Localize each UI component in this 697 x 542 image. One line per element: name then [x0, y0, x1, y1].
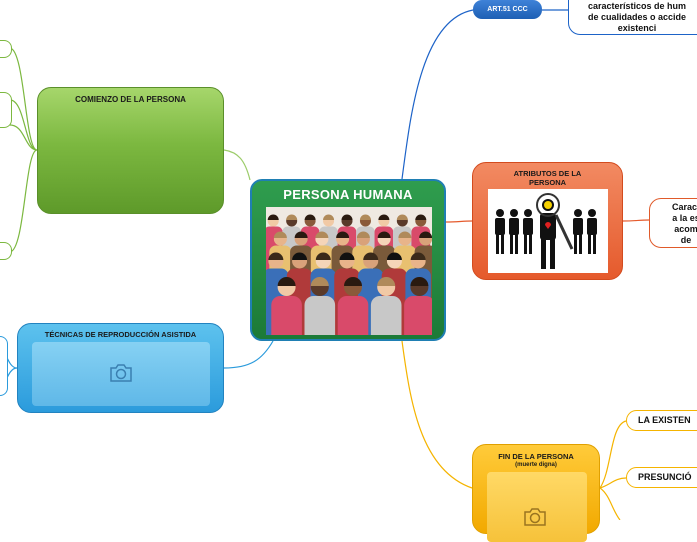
person-hair: [310, 277, 329, 286]
person-body: [370, 296, 402, 335]
text-line: de cualidades o accide: [587, 12, 687, 22]
link-fin: [401, 340, 473, 489]
person-hair: [286, 214, 298, 220]
link-atributos-desc: [622, 219, 650, 222]
person-hair: [396, 214, 408, 220]
node-label: TÉCNICAS DE REPRODUCCIÓN ASISTIDA: [44, 330, 197, 339]
cut-off-node[interactable]: [0, 242, 12, 260]
person-hair: [410, 277, 429, 286]
person-hair: [419, 231, 432, 238]
node-label-line: PERSONA: [528, 178, 567, 187]
person-hair: [410, 252, 426, 260]
person-hair: [315, 231, 329, 238]
node-label: COMIENZO DE LA PERSONA: [75, 95, 186, 104]
text-node-atributos[interactable]: Caract a la es acom de: [649, 198, 697, 248]
node-label-line: ATRIBUTOS DE LA: [513, 169, 582, 178]
person-hair: [363, 252, 379, 260]
cut-off-node[interactable]: [0, 40, 12, 58]
people-icon: [488, 189, 608, 273]
node-fin-de-la-persona[interactable]: FIN DE LA PERSONA (muerte digna): [472, 444, 600, 542]
text-line: a la es: [672, 213, 697, 223]
cut-off-node[interactable]: [0, 92, 12, 128]
link-fin-more: [599, 487, 621, 520]
text-line: de: [680, 235, 692, 245]
person-hair: [344, 277, 362, 286]
link-atributos: [445, 220, 473, 223]
person-hair: [377, 231, 391, 238]
person-hair: [292, 252, 308, 260]
link-tecnicas: [223, 340, 274, 369]
node-atributos-de-la-persona[interactable]: ATRIBUTOS DE LA PERSONA: [472, 162, 623, 280]
person-body: [271, 296, 302, 335]
person-hair: [415, 214, 427, 220]
person-hair: [377, 277, 396, 286]
text-line: acom: [674, 224, 697, 234]
link-fin-presuncion: [599, 477, 627, 489]
text-node-presuncion[interactable]: PRESUNCIÓ: [626, 467, 697, 488]
node-art51-ccc[interactable]: ART.51 CCC: [473, 0, 542, 19]
person-hair: [398, 231, 412, 238]
person-hair: [359, 214, 371, 220]
person-hair: [277, 277, 296, 286]
node-tecnicas-reproduccion[interactable]: TÉCNICAS DE REPRODUCCIÓN ASISTIDA: [17, 323, 224, 413]
person-hair: [323, 214, 335, 220]
person-hair: [356, 231, 370, 238]
person-hair: [315, 252, 331, 260]
text-node-existencia[interactable]: LA EXISTEN: [626, 410, 697, 431]
person-hair: [386, 252, 402, 260]
image-placeholder[interactable]: [487, 472, 587, 542]
central-node[interactable]: PERSONA HUMANA: [250, 179, 446, 341]
text-node-art51[interactable]: característicos de hum de cualidades o a…: [568, 0, 697, 35]
central-title: PERSONA HUMANA: [283, 187, 413, 202]
person-body: [404, 296, 432, 335]
link-comienzo: [223, 149, 251, 181]
link-comienzo-stubs: [9, 47, 38, 253]
person-hair: [273, 231, 287, 238]
person-hair: [339, 252, 355, 260]
person-hair: [294, 231, 308, 238]
person-body: [304, 296, 336, 335]
person-body: [337, 296, 369, 335]
text-line: existenci: [617, 23, 657, 33]
person-hair: [304, 214, 316, 220]
person-hair: [336, 231, 350, 238]
node-sublabel: (muerte digna): [515, 462, 557, 468]
node-label: FIN DE LA PERSONA: [498, 452, 574, 461]
link-art51: [401, 9, 474, 180]
text-line: Caract: [671, 202, 697, 212]
camera-icon: [110, 364, 132, 382]
person-hair: [341, 214, 353, 220]
text-line: característicos de hum: [587, 1, 687, 11]
node-comienzo-de-la-persona[interactable]: COMIENZO DE LA PERSONA: [37, 87, 224, 214]
image-placeholder[interactable]: [32, 342, 210, 406]
camera-icon: [524, 508, 546, 526]
person-hair: [378, 214, 390, 220]
node-label: ATRIBUTOS DE LA PERSONA: [473, 169, 622, 187]
cut-off-node[interactable]: [0, 336, 8, 396]
person-hair: [268, 252, 284, 260]
person-hair: [267, 214, 279, 220]
link-fin-existencia: [599, 420, 627, 489]
crowd-photo: [266, 207, 432, 335]
